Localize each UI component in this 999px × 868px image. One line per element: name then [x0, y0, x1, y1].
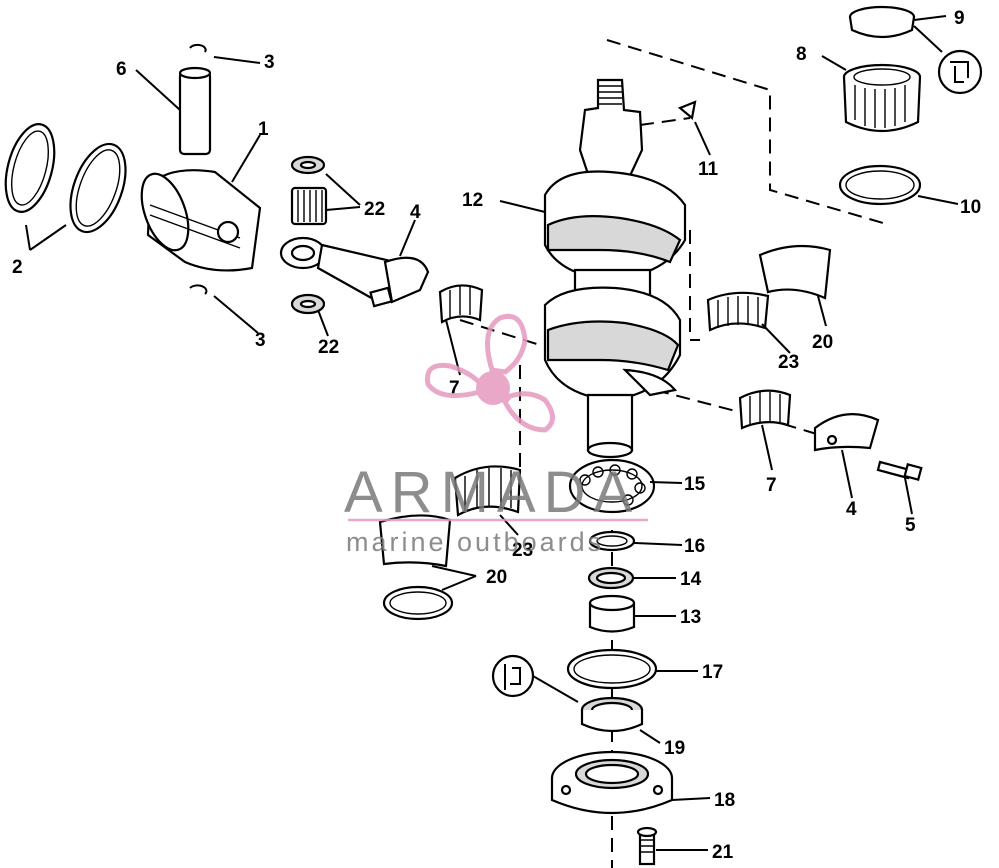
propeller-blade-bottom — [501, 391, 555, 433]
snap-ring — [588, 530, 636, 552]
bearing-half-right — [758, 244, 832, 300]
callout-1: 1 — [258, 119, 269, 140]
sealer-callout-icon-bottom — [491, 654, 579, 703]
seal-lower — [580, 696, 644, 733]
propeller-logo-icon — [424, 313, 555, 433]
callout-23-bottom: 23 — [512, 540, 533, 561]
retaining-ring-lower — [382, 585, 454, 621]
callout-22-top: 22 — [364, 199, 385, 220]
bearing-cage-left-upper — [438, 284, 484, 324]
watermark-tagline: marine outboards — [346, 527, 604, 557]
callout-8: 8 — [796, 44, 807, 65]
woodruff-key — [677, 100, 697, 121]
callout-3-bottom: 3 — [255, 330, 266, 351]
callout-4-top: 4 — [410, 202, 421, 223]
callout-14: 14 — [680, 569, 702, 590]
armada-watermark: ARMADA marine outboards — [344, 313, 648, 557]
piston — [140, 169, 262, 272]
rod-screw — [876, 460, 923, 481]
piston-pin — [178, 66, 212, 156]
sleeve — [588, 594, 636, 633]
connecting-rod — [279, 236, 430, 308]
callout-17: 17 — [702, 662, 723, 683]
callout-15: 15 — [684, 474, 706, 495]
callout-2: 2 — [12, 257, 23, 278]
callout-12: 12 — [462, 190, 483, 211]
retaining-ring-upper — [838, 164, 922, 206]
retainer-clip-bottom — [189, 284, 208, 295]
callout-16: 16 — [684, 536, 705, 557]
crankshaft — [543, 78, 687, 459]
bearing-cage-lower-left — [453, 465, 522, 517]
callout-10: 10 — [960, 197, 981, 218]
main-bearing-upper — [842, 63, 922, 132]
o-ring-lower — [566, 648, 658, 690]
ball-bearing — [568, 458, 656, 514]
propeller-blade-left — [424, 362, 485, 399]
callout-21: 21 — [712, 842, 734, 863]
callout-4-bottom: 4 — [846, 499, 857, 520]
callout-3-top: 3 — [264, 52, 275, 73]
watermark-brand: ARMADA — [344, 460, 640, 525]
bearing-half-lower-left — [378, 514, 452, 568]
callout-labels: 9 8 6 3 1 11 12 22 4 10 2 3 22 20 23 7 1… — [12, 8, 981, 863]
callout-18: 18 — [714, 790, 735, 811]
callout-22-bottom: 22 — [318, 337, 339, 358]
callout-20-right: 20 — [812, 332, 833, 353]
callout-20-bottom: 20 — [486, 567, 507, 588]
bearing-cage-right — [706, 291, 770, 332]
bearing-cage-right-lower — [738, 389, 792, 430]
callout-9: 9 — [954, 8, 965, 29]
callout-11: 11 — [698, 159, 719, 180]
oil-seal — [587, 566, 635, 590]
retainer-clip-top — [189, 43, 207, 53]
needle-bearing-lower — [290, 293, 326, 315]
seal-ring — [848, 5, 916, 39]
piston-rings — [4, 123, 127, 234]
propeller-blade-top — [485, 313, 528, 375]
callout-7-right: 7 — [766, 475, 777, 496]
callout-19: 19 — [664, 738, 685, 759]
callout-7-left: 7 — [449, 378, 460, 399]
callout-13: 13 — [680, 607, 701, 628]
callout-5: 5 — [905, 515, 916, 536]
bearing-housing — [550, 750, 674, 815]
propeller-hub — [476, 371, 510, 405]
rod-cap — [813, 413, 880, 452]
leader-lines — [25, 15, 959, 851]
sealer-callout-icon-top — [937, 49, 983, 95]
housing-screw — [636, 826, 658, 866]
callout-6: 6 — [116, 59, 127, 80]
needle-bearing-upper — [290, 155, 328, 226]
callout-23-right: 23 — [778, 352, 799, 373]
